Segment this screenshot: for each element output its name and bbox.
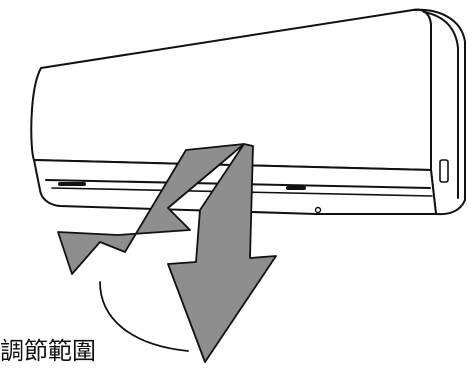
adjustment-range-arc [99, 281, 189, 352]
vertical-airflow-arrow-icon [167, 143, 277, 363]
screw-hole [314, 206, 322, 214]
unit-side-contour [423, 11, 459, 199]
slot-mark-left [58, 182, 86, 186]
adjustment-range-label: 調節範圍 [0, 337, 96, 365]
diagonal-airflow-arrow-icon [57, 143, 245, 275]
airflow-arrows-icon [57, 143, 277, 363]
slot-mark-right [286, 186, 306, 190]
unit-side-cap [412, 8, 466, 216]
display-window [439, 159, 449, 183]
